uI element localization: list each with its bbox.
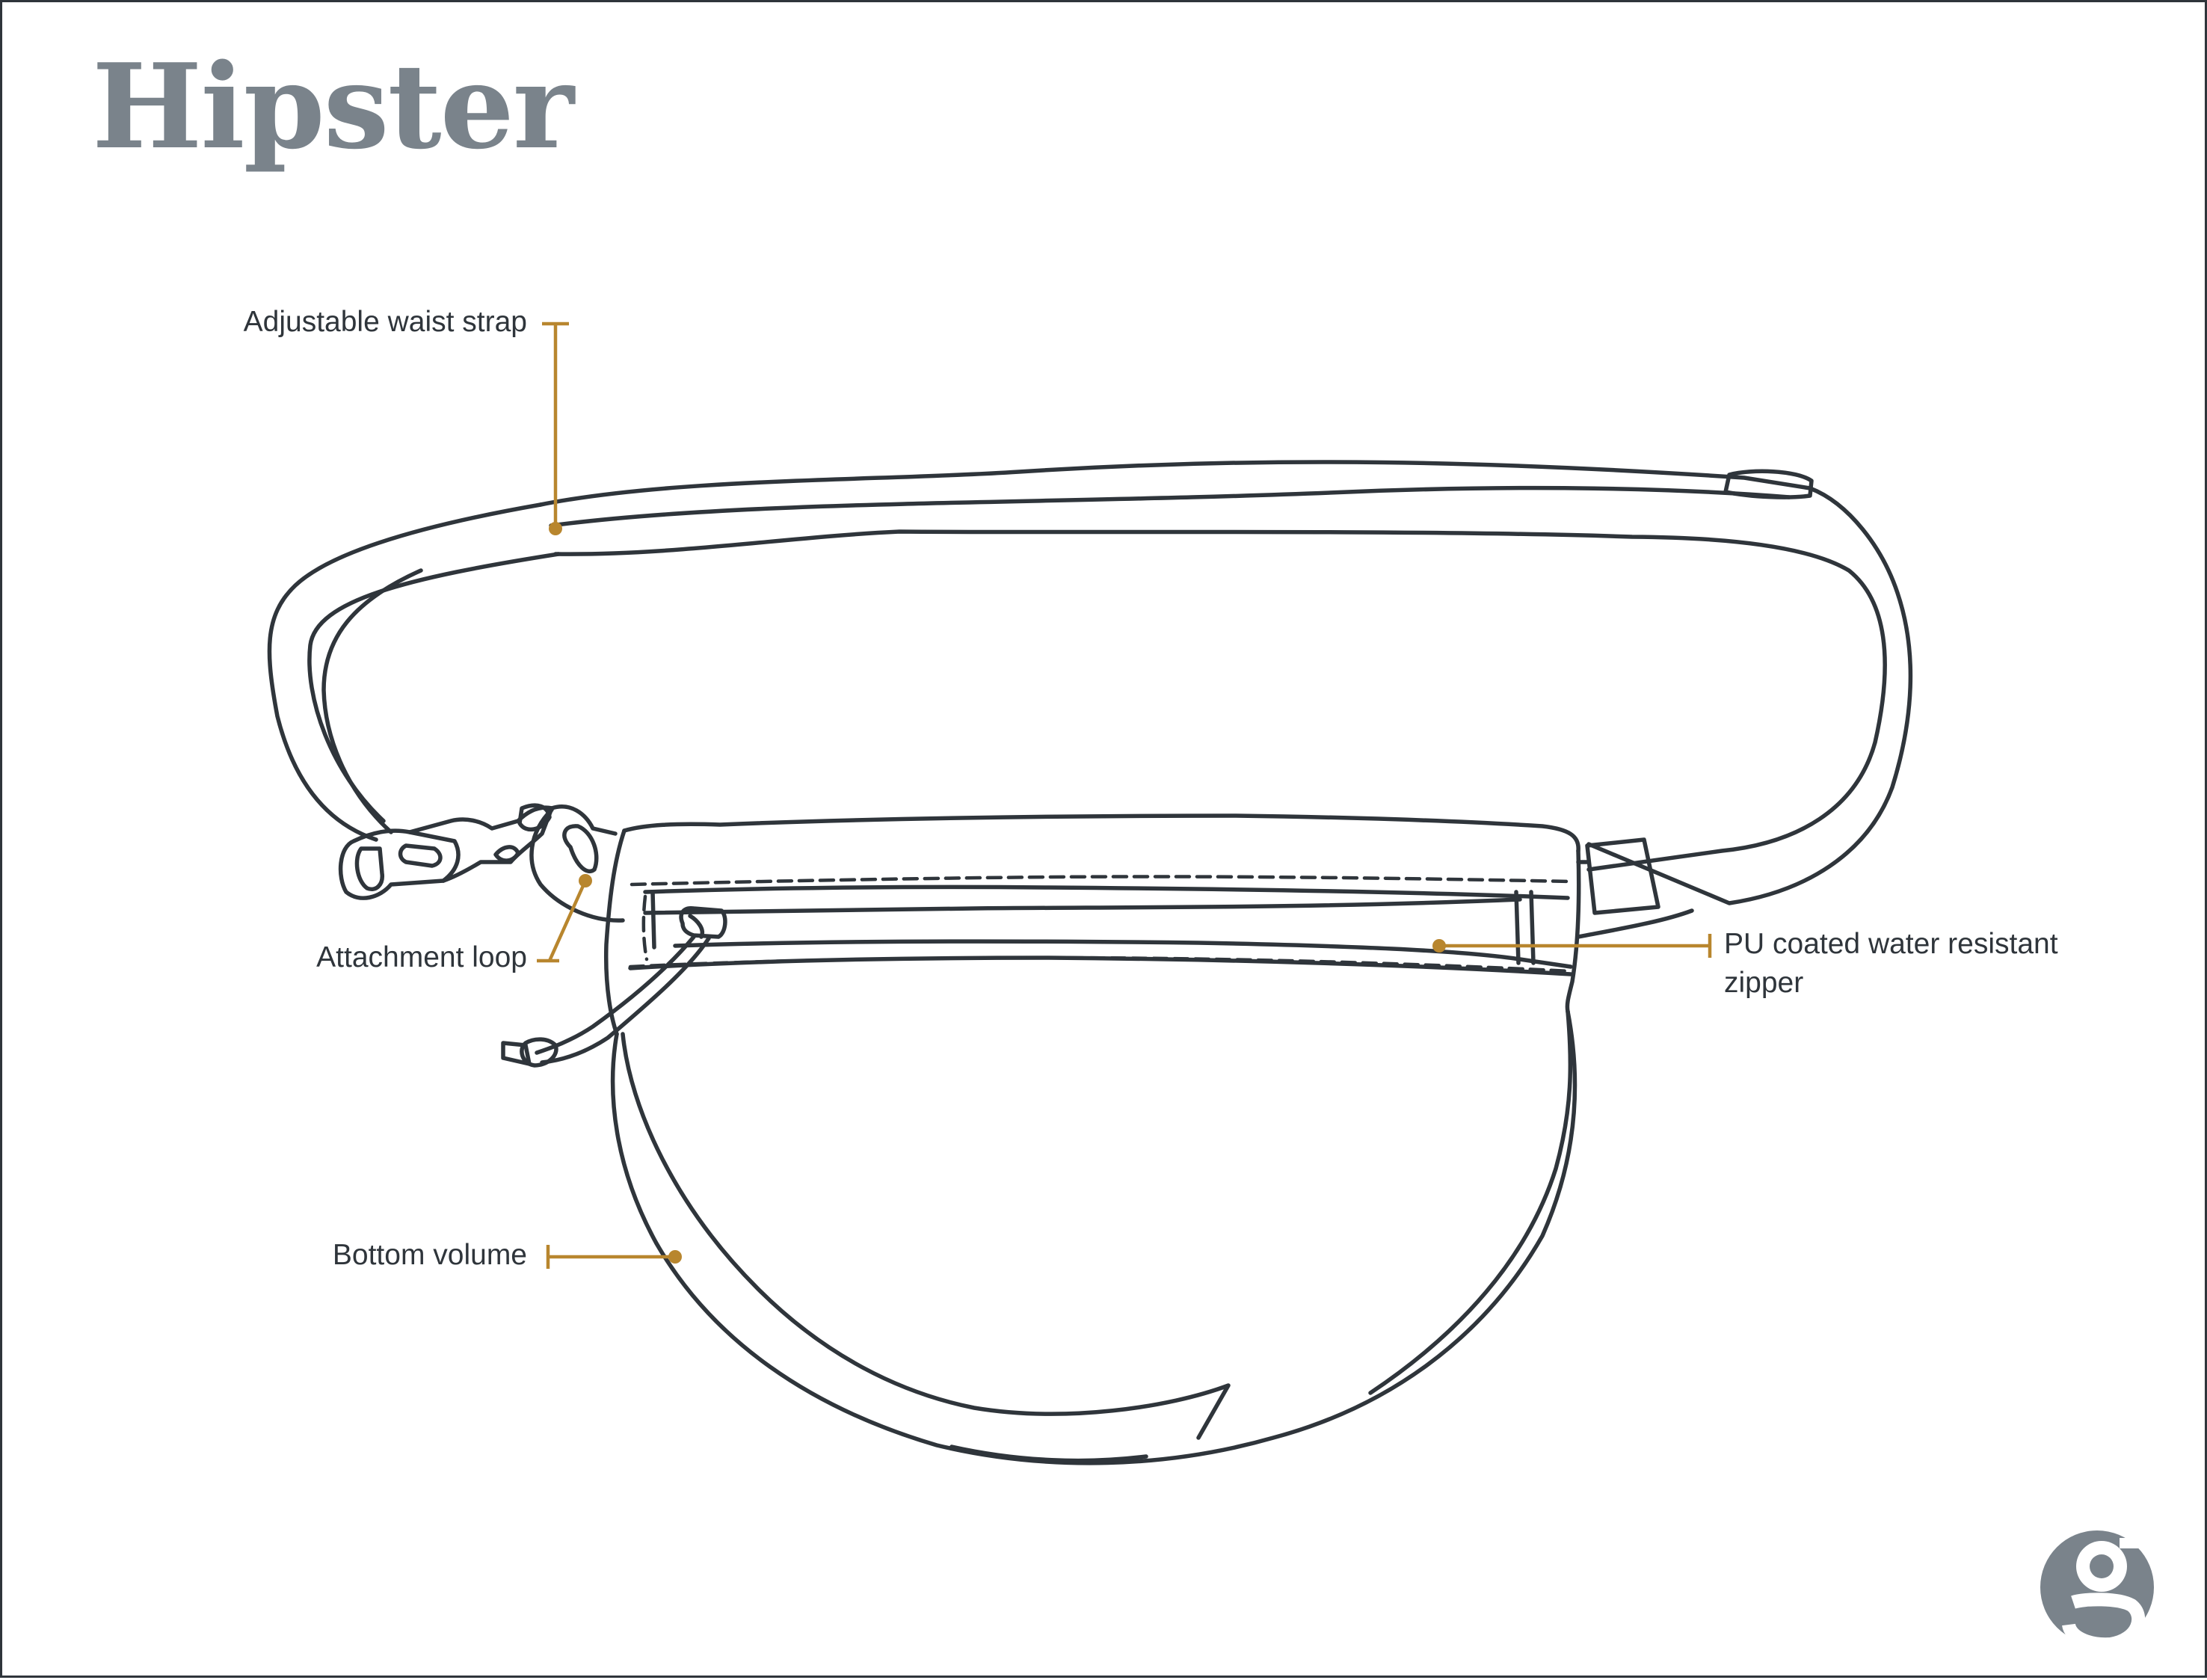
strap-keeper: [1723, 469, 1814, 499]
zipper-pull-ring: [688, 914, 704, 939]
stitch-lower: [628, 956, 1573, 973]
callout-adjustable-waist-strap: Adjustable waist strap: [243, 306, 527, 338]
zipper-upper-line: [643, 884, 1570, 900]
buckle-tongue: [407, 805, 554, 883]
strap-inner-top: [549, 485, 1791, 528]
page-title: Hipster: [92, 38, 574, 175]
g-logo-icon: [2040, 1530, 2154, 1652]
bag-right-side: [1565, 849, 1581, 1014]
callout-bottom-volume: Bottom volume: [332, 1239, 527, 1271]
zipper-pull-bead: [520, 1037, 558, 1068]
callout-zipper: PU coated water resistant zipper: [1724, 925, 2058, 1003]
buckle-slot-3: [517, 803, 552, 832]
buckle-slot-4: [493, 845, 520, 863]
zipper-slider: [679, 906, 727, 939]
buckle-slot-2: [398, 843, 443, 868]
right-side-tab: [1585, 837, 1660, 915]
leader-dot-zipper: [1432, 939, 1446, 953]
stitch-upper: [630, 875, 1573, 887]
buckle-left: [338, 828, 461, 900]
zipper-pull-cord: [535, 935, 711, 1065]
callout-zipper-line2: zipper: [1724, 967, 1804, 999]
bag-bottom-panel: [621, 1009, 1573, 1440]
buckle-slot-1: [354, 846, 384, 891]
bag-bottom: [610, 1009, 1577, 1465]
attachment-loop: [529, 807, 625, 923]
zipper-tape-top: [643, 897, 1522, 915]
strap-outer-lower: [267, 502, 543, 842]
zipper-end-right: [1514, 890, 1536, 965]
strap-inner-bottom: [553, 529, 1887, 872]
callout-attachment-loop: Attachment loop: [316, 941, 527, 973]
attachment-loop-tab: [562, 824, 599, 873]
stitch-left: [641, 894, 649, 961]
zipper-end-left: [650, 890, 656, 950]
buckle-strap-end: [550, 804, 618, 836]
zipper-pull-tip: [501, 1041, 532, 1066]
strap-outer-top: [538, 460, 1913, 905]
strap-side-inner-2: [321, 568, 423, 834]
bag-bottom-seam: [949, 1444, 1148, 1463]
right-side-strap: [1576, 860, 1694, 939]
leader-dot-strap: [549, 522, 562, 535]
leader-loop: [547, 880, 588, 961]
zipper-lower-line: [673, 939, 1573, 969]
leader-dot-loop: [579, 874, 592, 887]
callout-zipper-line1: PU coated water resistant: [1724, 928, 2058, 960]
strap-side-inner: [307, 552, 561, 823]
bag-top-edge: [622, 813, 1580, 853]
leader-dot-volume: [668, 1250, 682, 1264]
